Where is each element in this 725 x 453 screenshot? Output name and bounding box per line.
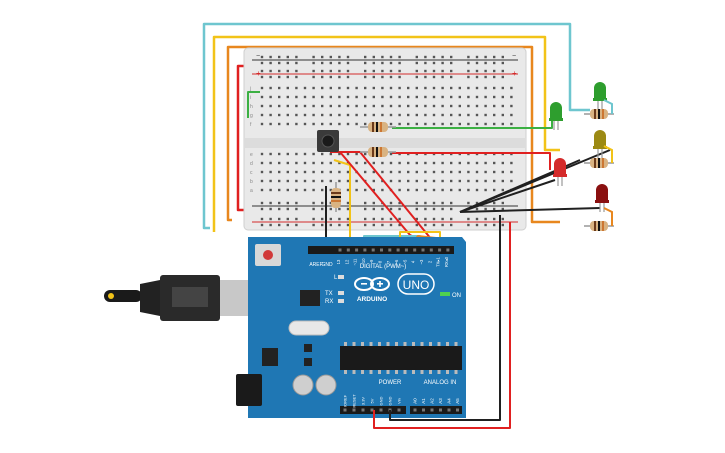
analog-header [410,406,462,414]
led-green [549,102,563,130]
power-wires [373,215,511,429]
digital-pin-label: ~6 [394,259,399,264]
digital-pin-label: 2 [427,260,432,263]
analog-pin-label: A4 [447,398,452,404]
black-gnd-wire-a [459,179,556,213]
power-pin-label: GND [388,396,393,405]
analog-pin-label: A0 [413,398,418,404]
usb-cable [104,275,252,321]
power-pin-label: 3.3V [361,397,366,406]
power-jack [236,374,262,406]
analog-pin-label: A5 [455,398,460,404]
power-pin-label: GND [379,396,384,405]
led-resistor-darkred [584,221,614,231]
model-label: UNO [403,278,430,292]
analog-pin-label: A3 [438,398,443,404]
brand-label: ARDUINO [357,296,387,303]
row-letter: a [250,188,253,194]
rx-label: RX [325,299,333,305]
black-gnd-wire-b [459,207,601,213]
green-led-wire [392,118,553,129]
orange-wire-outer [226,45,560,224]
digital-pin-label: 13 [336,259,341,264]
digital-pin-label: 8 [378,260,383,263]
digital-label: DIGITAL (PWM~) [360,264,407,270]
atmega-chip [340,346,462,370]
black-gnd-wire-d [459,149,611,213]
analog-pin-label: A1 [421,398,426,404]
analog-pin-label: A2 [430,398,435,404]
on-label: ON [452,293,461,299]
rail-minus-label-right: − [512,53,516,60]
power-pin-label: RESET [352,394,357,408]
digital-pin-label: TX▸1 [436,256,441,266]
digital-pin-label: ~11 [353,258,358,265]
row-letter: f [250,122,252,128]
rail-minus-label: − [256,53,260,60]
rail-plus-label-right: + [512,69,517,78]
led-red [553,158,567,186]
cyan-wire [202,22,590,230]
digital-pin-label: RX◂0 [444,256,449,267]
digital-pin-label: 12 [344,259,349,264]
row-letter: h [250,104,253,110]
digital-pin-label: ~10 [361,258,366,266]
resistor-3 [331,182,341,212]
breadboard-wires [247,91,611,246]
led-resistor-yellow [584,158,614,168]
power-pin-label: Vin [397,398,402,404]
red-5v-wire [373,222,511,429]
led-yellow [593,130,607,158]
l-label: L [334,275,338,281]
row-letter: b [250,179,253,185]
resistor-1 [360,122,396,132]
digital-pin-label: 7 [386,260,391,263]
arduino-logo [354,277,390,291]
power-pin-labels: IOREF RESET 3.3V 5V GND GND Vin [343,394,402,412]
power-pin-label: 5V [370,398,375,403]
led-resistors [584,99,614,231]
led-resistor-green [584,109,614,119]
rail-plus-label: + [256,69,261,78]
digital-pin-label: ~9 [369,259,374,264]
resistor-2 [360,147,396,157]
power-pin-label: IOREF [343,394,348,407]
leds [549,82,609,212]
power-label: POWER [379,380,402,386]
breadboard-resistors [331,122,396,212]
digital-pin-label: 4 [411,260,416,263]
row-letter: j [249,86,251,92]
crystal [288,320,330,336]
row-letter: c [250,170,253,176]
chip-small [300,290,320,306]
digital-pin-label: ~3 [419,259,424,264]
row-letter: g [250,113,253,119]
led-green [593,82,607,110]
digital-pin-label: ~5 [402,259,407,264]
push-button[interactable] [317,130,339,152]
aref-label: AREF [309,262,322,268]
yellow-wire-outer [212,35,560,232]
black-gnd-wire [389,215,501,421]
red-led-wire [392,152,551,170]
row-letter: i [250,95,251,101]
row-letter: e [250,152,253,158]
led-dark-red [595,184,609,212]
analog-label: ANALOG IN [424,380,457,386]
gnd-label: GND [321,262,333,268]
tx-label: TX [325,291,333,297]
green-signal-wire [247,91,260,118]
row-letter: d [250,161,253,167]
